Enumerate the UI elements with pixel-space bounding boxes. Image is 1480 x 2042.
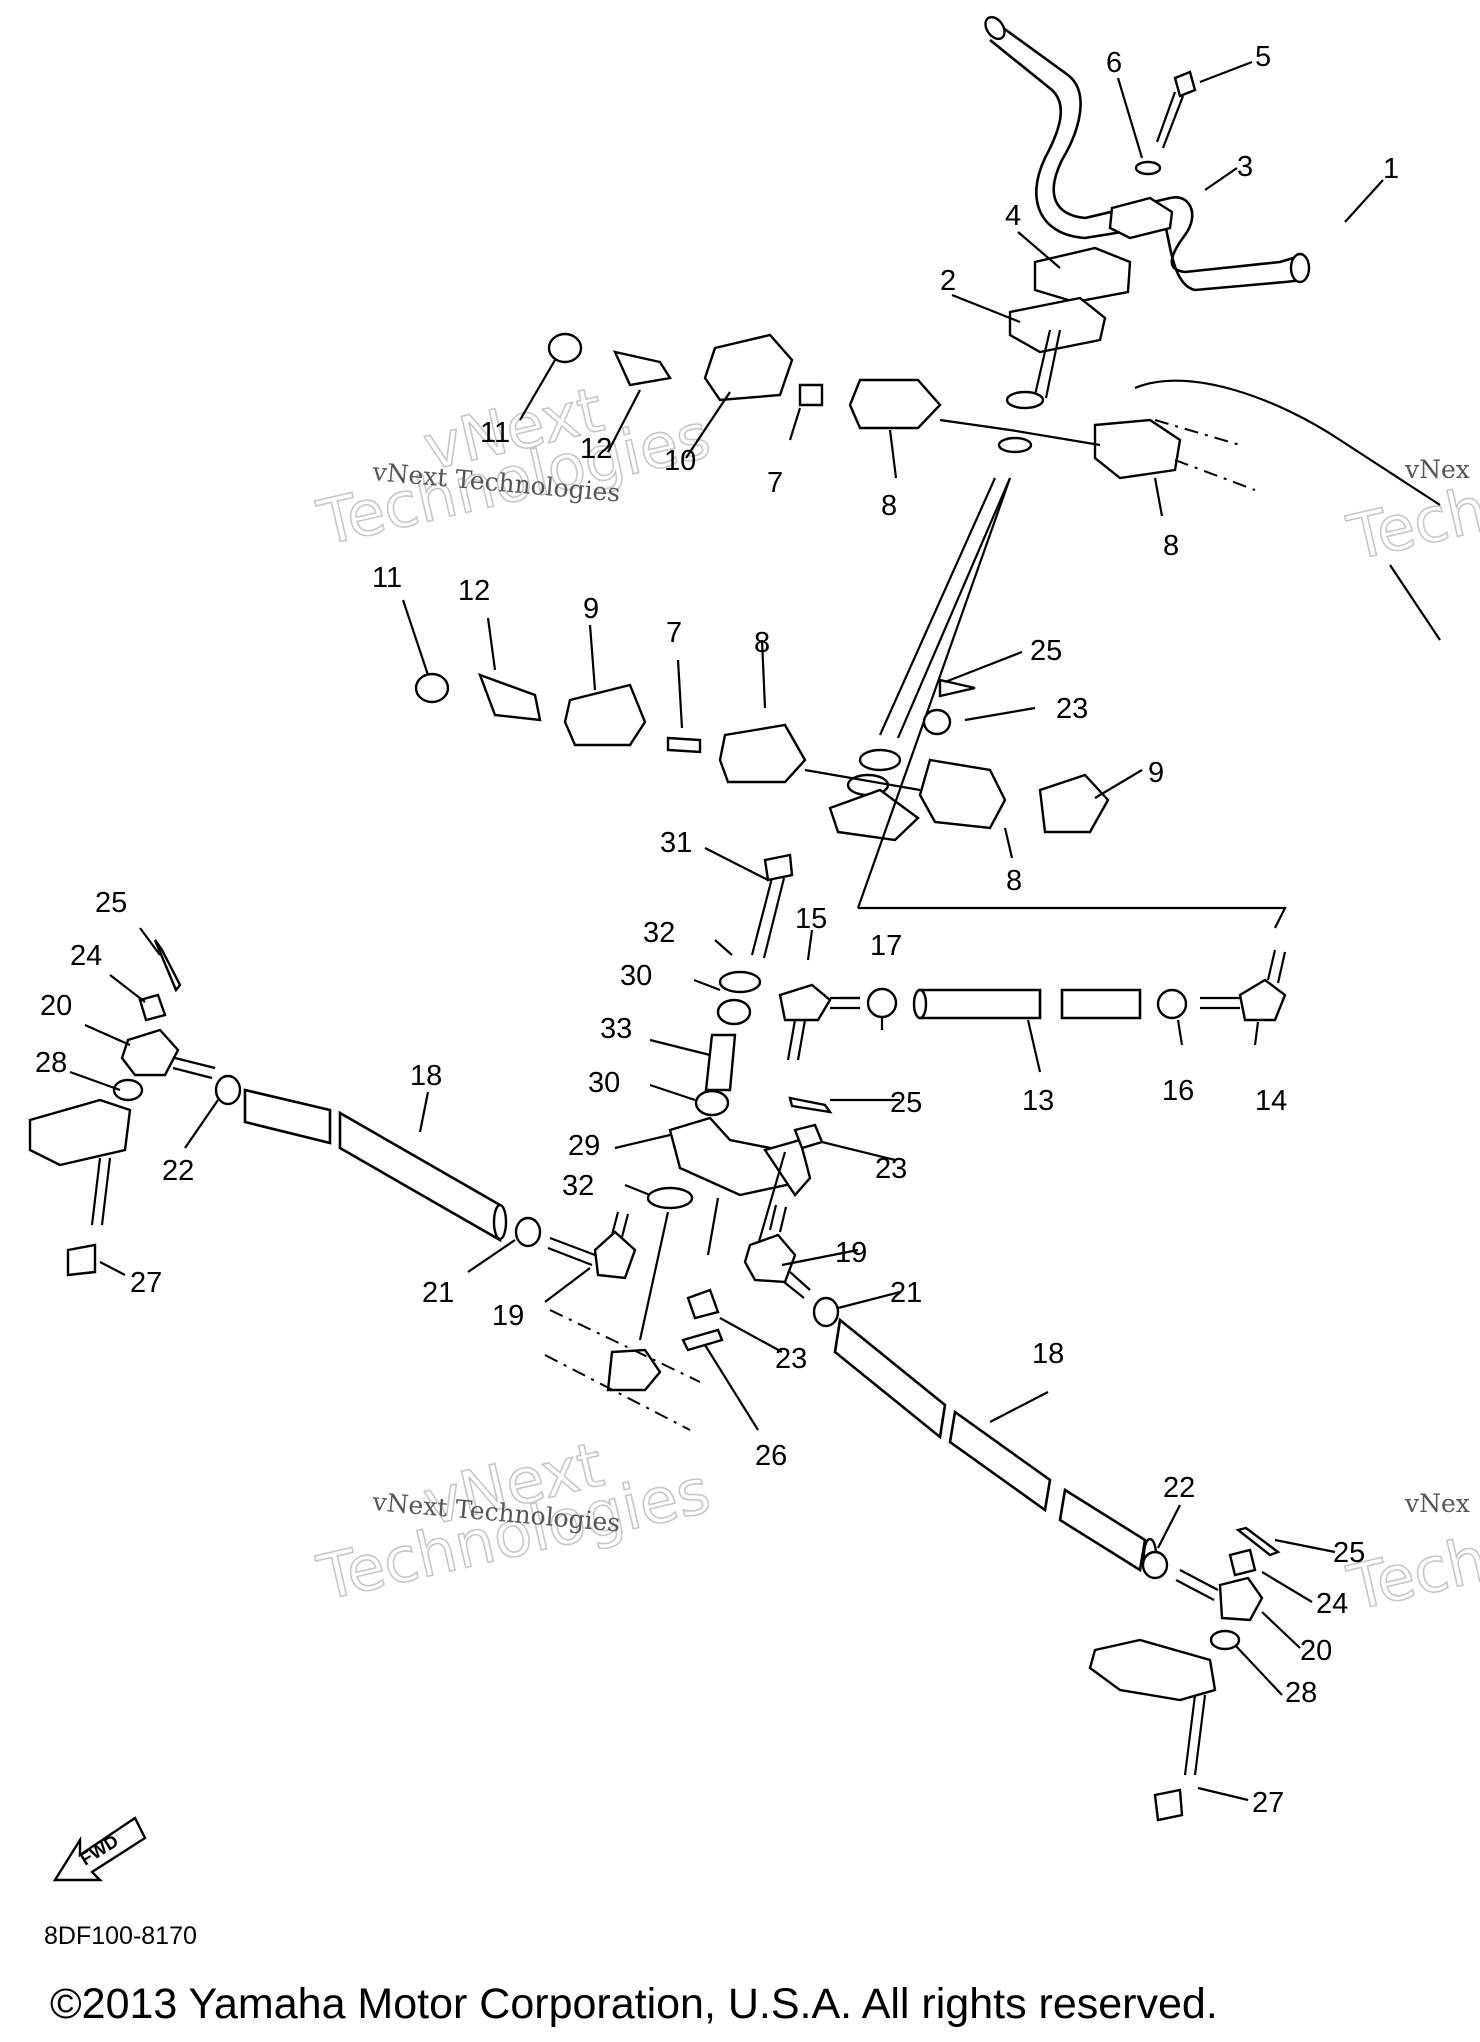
callout-10: 10 [664,445,696,477]
callout-25: 25 [890,1087,922,1119]
callout-33: 33 [600,1013,632,1045]
callout-22: 22 [162,1155,194,1187]
handlebar-holder-upper [1108,196,1174,240]
steering-column [828,329,1287,929]
callout-1: 1 [1383,153,1399,185]
upper-clamp-assembly [547,332,1441,641]
callout-31: 31 [660,827,692,859]
watermark-text: vNex [1404,455,1470,484]
callout-2: 2 [940,265,956,297]
handlebar [984,15,1311,292]
callout-7: 7 [666,617,682,649]
callout-8: 8 [881,490,897,522]
leader-lines [69,60,1384,1802]
callout-32: 32 [562,1170,594,1202]
callout-28: 28 [35,1047,67,1079]
callout-26: 26 [755,1440,787,1472]
callout-5: 5 [1255,41,1271,73]
handlebar-holder-lower [1033,246,1132,304]
callout-22: 22 [1163,1472,1195,1504]
callout-29: 29 [568,1130,600,1162]
callout-8: 8 [1163,530,1179,562]
callout-19: 19 [835,1237,867,1269]
diagram-code: 8DF100-8170 [44,1922,197,1950]
callout-9: 9 [583,593,599,625]
copyright-notice: ©2013 Yamaha Motor Corporation, U.S.A. A… [50,1980,1218,2028]
callout-20: 20 [40,990,72,1022]
callout-7: 7 [767,467,783,499]
callout-23: 23 [1056,693,1088,725]
callout-19: 19 [492,1300,524,1332]
callout-8: 8 [1006,865,1022,897]
fwd-arrow-icon: FWD [52,1816,147,1882]
callout-21: 21 [422,1277,454,1309]
callout-20: 20 [1300,1635,1332,1667]
right-tie-rod-assembly [743,1204,1281,1822]
callout-21: 21 [890,1277,922,1309]
callout-3: 3 [1237,151,1253,183]
callout-30: 30 [588,1067,620,1099]
center-nuts-and-pins [681,1096,833,1352]
callout-13: 13 [1022,1085,1054,1117]
callout-6: 6 [1106,47,1122,79]
frame-reference-lines [544,1309,701,1431]
callout-23: 23 [775,1343,807,1375]
callout-18: 18 [1032,1338,1064,1370]
callout-24: 24 [70,940,102,972]
callout-9: 9 [1148,757,1164,789]
callout-8: 8 [754,627,770,659]
callout-25: 25 [1030,635,1062,667]
steering-bracket [1008,296,1107,354]
callout-12: 12 [458,575,490,607]
watermark-edge: vNex Tech vNex Tech [1340,455,1480,1626]
lower-clamp-assembly [414,672,1110,834]
callout-24: 24 [1316,1588,1348,1620]
watermark-top: Technologies vNext vNext Technologies [310,372,717,561]
callout-30: 30 [620,960,652,992]
callout-11: 11 [372,562,402,594]
callout-12: 12 [580,433,612,465]
short-tie-rod-assembly [778,949,1287,1061]
callout-17: 17 [870,930,902,962]
callout-11: 11 [480,417,510,449]
watermark-big-text: Tech [1341,472,1480,575]
callout-28: 28 [1285,1677,1317,1709]
watermark-text: vNex [1404,1489,1470,1518]
callout-25: 25 [1333,1537,1365,1569]
callout-numbers: 1 2 3 4 5 6 7 7 8 8 8 8 9 9 10 11 11 12 … [35,41,1399,1819]
callout-23: 23 [875,1153,907,1185]
callout-4: 4 [1005,200,1021,232]
watermark-bottom: Technologies vNext vNext Technologies [310,1427,717,1616]
pitman-arm-assembly [606,853,812,1392]
callout-18: 18 [410,1060,442,1092]
callout-16: 16 [1162,1075,1194,1107]
callout-25: 25 [95,887,127,919]
bolt-5 [1155,70,1197,149]
callout-14: 14 [1255,1085,1287,1117]
callout-15: 15 [795,903,827,935]
callout-27: 27 [130,1267,162,1299]
callout-32: 32 [643,917,675,949]
callout-27: 27 [1252,1787,1284,1819]
left-tie-rod-assembly [28,939,637,1280]
washer-6 [1134,160,1162,176]
